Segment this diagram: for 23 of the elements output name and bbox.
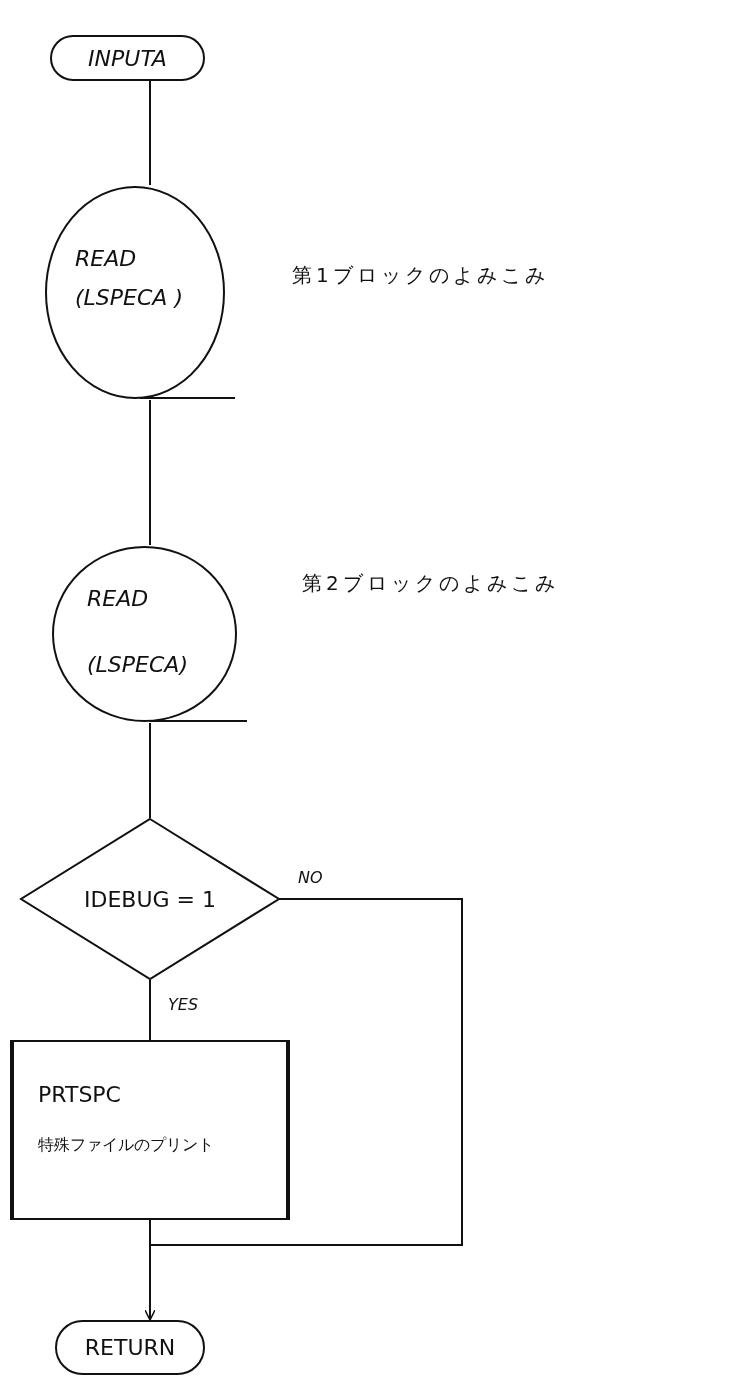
node-title: READ xyxy=(75,245,137,271)
node-subtitle: 特殊ファイルのプリント xyxy=(38,1135,214,1156)
terminal-box xyxy=(55,1320,205,1375)
node-title: INPUTA xyxy=(88,45,167,71)
connector-line xyxy=(149,80,151,186)
terminal-box xyxy=(50,35,205,81)
connector-line xyxy=(149,399,151,546)
connector-line xyxy=(149,979,151,1041)
process-box xyxy=(10,1040,290,1220)
node-title: PRTSPC xyxy=(38,1082,121,1107)
connector-line xyxy=(149,722,151,819)
tape-symbol xyxy=(45,185,235,400)
arrow xyxy=(144,898,463,1321)
annotation-note: 第2ブロックのよみこみ xyxy=(302,570,559,597)
node-title: IDEBUG = 1 xyxy=(84,886,216,912)
decision-diamond xyxy=(20,818,280,980)
tape-symbol xyxy=(52,545,247,723)
node-title: RETURN xyxy=(84,1335,176,1360)
node-subtitle: (LSPECA ) xyxy=(75,284,183,310)
node-subtitle: (LSPECA) xyxy=(87,652,188,678)
annotation-note: 第1ブロックのよみこみ xyxy=(292,262,549,289)
node-title: READ xyxy=(87,585,149,611)
connector-line xyxy=(149,1219,151,1321)
